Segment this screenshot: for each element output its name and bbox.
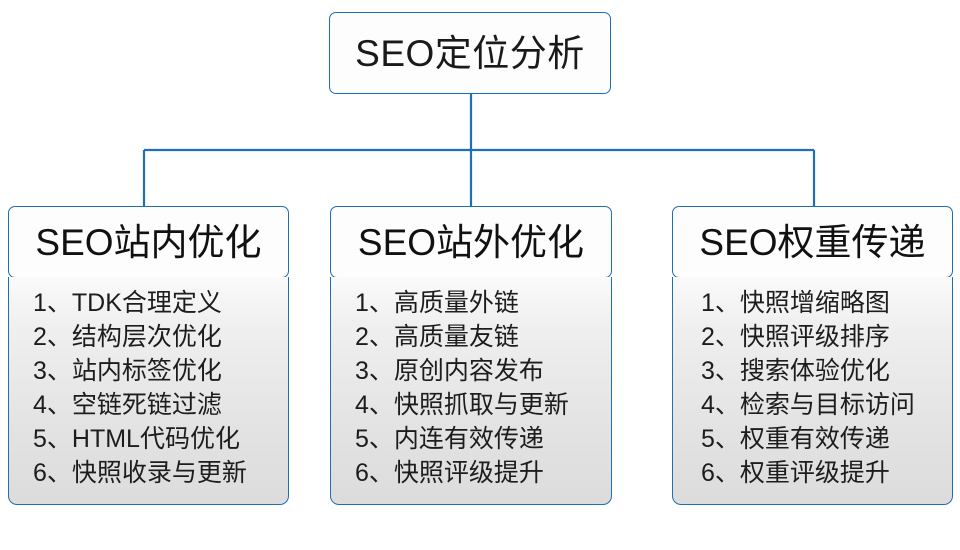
branch-list-3: 1、 快照增缩略图 2、 快照评级排序 3、 搜索体验优化 4、 检索与目标访问… — [672, 277, 953, 505]
list-item-index: 5、 — [701, 425, 740, 453]
list-item-index: 4、 — [33, 391, 72, 419]
list-item-index: 6、 — [355, 459, 394, 487]
list-item-index: 2、 — [701, 323, 740, 351]
list-item-index: 3、 — [701, 357, 740, 385]
list-item-text: 权重评级提升 — [739, 459, 890, 487]
list-item: 2、 高质量友链 — [331, 325, 611, 350]
list-item-text: TDK合理定义 — [71, 289, 222, 317]
branch-column-3: SEO权重传递 1、 快照增缩略图 2、 快照评级排序 3、 搜索体验优化 4、… — [672, 206, 953, 505]
branch-column-2: SEO站外优化 1、 高质量外链 2、 高质量友链 3、 原创内容发布 4、 快… — [330, 206, 612, 505]
list-item-text: 快照评级提升 — [393, 459, 544, 487]
list-item-index: 1、 — [701, 289, 740, 317]
list-item-index: 1、 — [355, 289, 394, 317]
list-item: 6、 权重评级提升 — [673, 461, 952, 486]
list-item-text: HTML代码优化 — [71, 425, 240, 453]
list-item: 3、 站内标签优化 — [9, 359, 288, 384]
list-item-index: 6、 — [33, 459, 72, 487]
list-item-index: 2、 — [355, 323, 394, 351]
list-item: 4、 空链死链过滤 — [9, 393, 288, 418]
list-item: 1、 快照增缩略图 — [673, 291, 952, 316]
list-item: 6、 快照收录与更新 — [9, 461, 288, 486]
list-item-index: 3、 — [33, 357, 72, 385]
branch-list-2: 1、 高质量外链 2、 高质量友链 3、 原创内容发布 4、 快照抓取与更新 5… — [330, 277, 612, 505]
list-item-index: 1、 — [33, 289, 72, 317]
list-item-index: 3、 — [355, 357, 394, 385]
list-item-text: 搜索体验优化 — [739, 357, 890, 385]
list-item-index: 4、 — [701, 391, 740, 419]
list-item-text: 快照评级排序 — [739, 323, 890, 351]
list-item: 2、 结构层次优化 — [9, 325, 288, 350]
list-item: 5、 权重有效传递 — [673, 427, 952, 452]
branch-list-1: 1、 TDK合理定义 2、 结构层次优化 3、 站内标签优化 4、 空链死链过滤… — [8, 277, 289, 505]
list-item: 5、 HTML代码优化 — [9, 427, 288, 452]
branch-title-1: SEO站内优化 — [35, 221, 262, 263]
branch-header-1: SEO站内优化 — [8, 206, 289, 278]
list-item-text: 快照增缩略图 — [739, 289, 890, 317]
list-item-text: 内连有效传递 — [393, 425, 544, 453]
list-item-index: 4、 — [355, 391, 394, 419]
list-item-text: 空链死链过滤 — [71, 391, 222, 419]
branch-header-2: SEO站外优化 — [330, 206, 612, 278]
list-item: 4、 检索与目标访问 — [673, 393, 952, 418]
list-item-text: 高质量友链 — [393, 323, 519, 351]
list-item-index: 5、 — [33, 425, 72, 453]
list-item: 6、 快照评级提升 — [331, 461, 611, 486]
list-item: 3、 搜索体验优化 — [673, 359, 952, 384]
list-item-text: 快照抓取与更新 — [393, 391, 569, 419]
list-item-text: 结构层次优化 — [71, 323, 222, 351]
list-item: 2、 快照评级排序 — [673, 325, 952, 350]
list-item: 3、 原创内容发布 — [331, 359, 611, 384]
list-item: 1、 高质量外链 — [331, 291, 611, 316]
list-item: 1、 TDK合理定义 — [9, 291, 288, 316]
branch-column-1: SEO站内优化 1、 TDK合理定义 2、 结构层次优化 3、 站内标签优化 4… — [8, 206, 289, 505]
list-item-text: 站内标签优化 — [71, 357, 222, 385]
list-item-index: 5、 — [355, 425, 394, 453]
list-item: 5、 内连有效传递 — [331, 427, 611, 452]
list-item-text: 权重有效传递 — [739, 425, 890, 453]
root-node-title: SEO定位分析 — [355, 32, 585, 74]
list-item-text: 检索与目标访问 — [739, 391, 915, 419]
list-item: 4、 快照抓取与更新 — [331, 393, 611, 418]
list-item-text: 原创内容发布 — [393, 357, 544, 385]
root-node: SEO定位分析 — [329, 12, 611, 94]
list-item-text: 快照收录与更新 — [71, 459, 247, 487]
list-item-text: 高质量外链 — [393, 289, 519, 317]
branch-title-2: SEO站外优化 — [357, 221, 585, 263]
branch-title-3: SEO权重传递 — [699, 221, 926, 263]
list-item-index: 6、 — [701, 459, 740, 487]
branch-header-3: SEO权重传递 — [672, 206, 953, 278]
list-item-index: 2、 — [33, 323, 72, 351]
